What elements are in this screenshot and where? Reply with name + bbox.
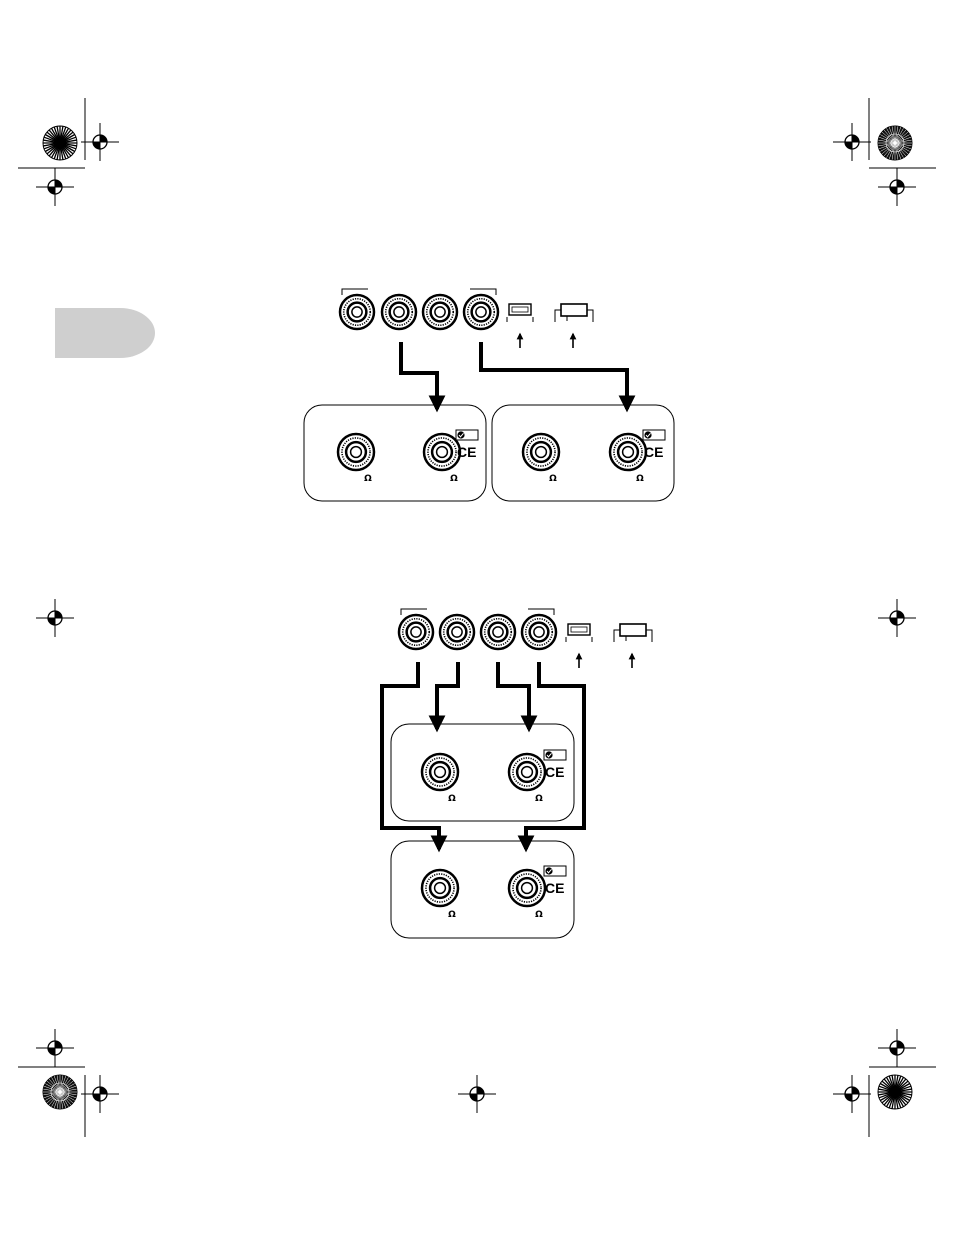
impedance-mark: Ω bbox=[450, 474, 458, 484]
crosshair-registration-icon bbox=[878, 1029, 916, 1067]
crosshair-registration-icon bbox=[81, 1075, 119, 1113]
speaker-cabinet-panel: Ω Ω CE bbox=[492, 405, 674, 501]
certification-marks: CE bbox=[456, 430, 478, 460]
selector-switch-small bbox=[507, 304, 533, 322]
amp-output-panel bbox=[340, 289, 593, 348]
speaker-cabinet-panel: Ω Ω CE bbox=[304, 405, 486, 501]
jack-socket bbox=[338, 434, 374, 470]
starburst-target-icon bbox=[43, 1075, 77, 1109]
starburst-target-icon bbox=[43, 126, 77, 160]
jack-socket bbox=[464, 295, 498, 329]
jack-socket bbox=[340, 295, 374, 329]
stacked-cabinet-connection-diagram: Ω Ω CE Ω Ω CE bbox=[382, 609, 652, 938]
ce-mark: CE bbox=[457, 444, 476, 460]
registration-marks bbox=[36, 123, 916, 1113]
certification-marks: CE bbox=[544, 750, 566, 780]
crosshair-registration-icon bbox=[458, 1075, 496, 1113]
color-targets bbox=[43, 126, 912, 1109]
crosshair-registration-icon bbox=[833, 1075, 871, 1113]
ce-mark: CE bbox=[545, 764, 564, 780]
impedance-mark: Ω bbox=[549, 474, 557, 484]
certification-marks: CE bbox=[643, 430, 665, 460]
jack-socket bbox=[424, 434, 460, 470]
speaker-cable bbox=[481, 342, 627, 409]
certification-marks: CE bbox=[544, 866, 566, 896]
trim-marks bbox=[18, 98, 936, 1137]
impedance-mark: Ω bbox=[535, 794, 543, 804]
chapter-tab bbox=[55, 308, 155, 358]
speaker-cable bbox=[437, 662, 458, 729]
two-cabinet-connection-diagram: Ω Ω CE Ω Ω CE bbox=[304, 289, 674, 501]
jack-socket bbox=[422, 754, 458, 790]
crosshair-registration-icon bbox=[833, 123, 871, 161]
crosshair-registration-icon bbox=[36, 168, 74, 206]
check-mark-icon bbox=[545, 867, 552, 874]
jack-socket bbox=[423, 295, 457, 329]
jack-socket bbox=[382, 295, 416, 329]
jack-socket bbox=[422, 870, 458, 906]
impedance-mark: Ω bbox=[448, 794, 456, 804]
jack-socket bbox=[509, 754, 545, 790]
selector-switch-small bbox=[566, 624, 592, 642]
jack-socket bbox=[610, 434, 646, 470]
check-mark-icon bbox=[457, 431, 464, 438]
jack-socket bbox=[509, 870, 545, 906]
impedance-mark: Ω bbox=[535, 910, 543, 920]
crosshair-registration-icon bbox=[878, 168, 916, 206]
speaker-cabinet-panel: Ω Ω CE bbox=[391, 841, 574, 938]
jack-socket bbox=[399, 615, 433, 649]
jack-socket bbox=[522, 615, 556, 649]
speaker-cable bbox=[498, 662, 529, 729]
starburst-target-icon bbox=[878, 126, 912, 160]
speaker-cabinet-panel: Ω Ω CE bbox=[391, 724, 574, 821]
amp-output-panel bbox=[399, 609, 652, 668]
impedance-mark: Ω bbox=[636, 474, 644, 484]
selector-switch-wide bbox=[555, 304, 593, 322]
crosshair-registration-icon bbox=[36, 1029, 74, 1067]
impedance-mark: Ω bbox=[448, 910, 456, 920]
check-mark-icon bbox=[545, 751, 552, 758]
speaker-cable bbox=[401, 342, 437, 409]
jack-socket bbox=[440, 615, 474, 649]
jack-socket bbox=[523, 434, 559, 470]
crosshair-registration-icon bbox=[878, 599, 916, 637]
check-mark-icon bbox=[644, 431, 651, 438]
ce-mark: CE bbox=[644, 444, 663, 460]
jack-socket bbox=[481, 615, 515, 649]
crosshair-registration-icon bbox=[36, 599, 74, 637]
impedance-mark: Ω bbox=[364, 474, 372, 484]
starburst-target-icon bbox=[878, 1075, 912, 1109]
ce-mark: CE bbox=[545, 880, 564, 896]
crosshair-registration-icon bbox=[81, 123, 119, 161]
selector-switch-wide bbox=[614, 624, 652, 642]
